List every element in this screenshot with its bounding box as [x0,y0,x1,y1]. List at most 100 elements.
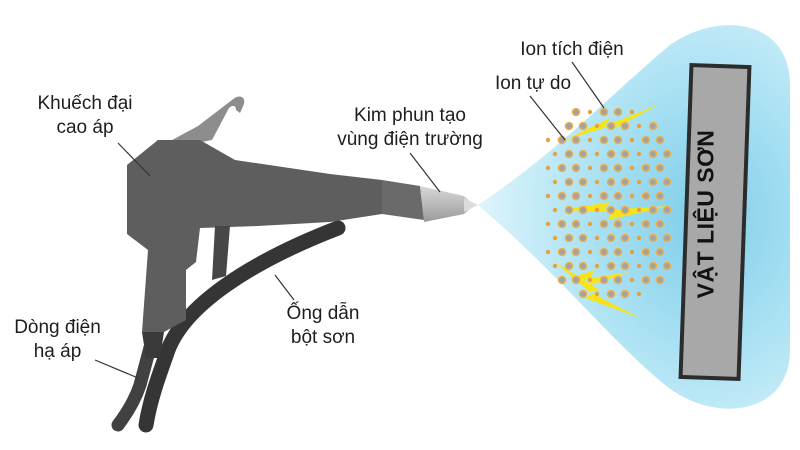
free-ion-icon [636,263,642,269]
gun-trigger [212,226,230,280]
free-ion-icon [587,221,593,227]
charged-ion-icon [648,261,658,271]
charged-ion-icon [641,247,651,257]
label-needle-line1: Kim phun tạo [354,105,466,126]
paint-material-plate [678,63,752,381]
label-hose: Ống dẫn bột sơn [278,302,368,350]
charged-ion-icon [571,191,581,201]
charged-ion-icon [578,289,588,299]
charged-ion-icon [655,247,665,257]
charged-ion-icon [662,149,672,159]
free-ion-icon [636,235,642,241]
charged-ion-icon [564,205,574,215]
charged-ion-icon [655,135,665,145]
charged-ion-icon [641,163,651,173]
free-ion-icon [587,137,593,143]
charged-ion-icon [571,163,581,173]
nozzle-tip [464,198,478,212]
label-amplifier-line2: cao áp [56,117,114,138]
free-ion-icon [552,235,558,241]
charged-ion-icon [571,219,581,229]
charged-ion-icon [613,275,623,285]
free-ion-icon [545,221,551,227]
leader-line-needle [409,152,441,193]
free-ion-icon [552,207,558,213]
charged-ion-icon [641,135,651,145]
leader-line-amplifier [117,142,151,177]
charged-ion-icon [606,289,616,299]
free-ion-icon [545,193,551,199]
charged-ion-icon [578,261,588,271]
charged-ion-icon [564,121,574,131]
free-ion-icon [552,179,558,185]
charged-ion-icon [648,149,658,159]
free-ion-icon [636,179,642,185]
gun-barrel [382,180,424,220]
charged-ion-icon [662,205,672,215]
charged-ion-icon [641,219,651,229]
charged-ion-icon [613,191,623,201]
spray-gun-body [127,140,386,332]
charged-ion-icon [564,149,574,159]
free-ion-icon [629,249,635,255]
nozzle [420,186,474,222]
charged-ion-icon [655,191,665,201]
charged-ion-icon [613,163,623,173]
free-ion-icon [629,221,635,227]
free-ion-icon [552,151,558,157]
free-ion-icon [594,151,600,157]
free-ion-icon [587,193,593,199]
charged-ion-icon [606,261,616,271]
charged-ion-icon [641,275,651,285]
label-low-current: Dòng điện hạ áp [0,316,115,364]
free-ion-icon [587,109,593,115]
gun-handle-base [142,332,164,358]
free-ion-icon [552,263,558,269]
charged-ion-icon [606,205,616,215]
free-ion-icon [545,137,551,143]
charged-ion-icon [620,149,630,159]
free-ion-icon [594,179,600,185]
charged-ion-icon [662,177,672,187]
free-ion-icon [545,165,551,171]
label-charged-ion: Ion tích điện [492,38,652,62]
charged-ion-icon [571,247,581,257]
free-ion-icon [629,165,635,171]
charged-ion-icon [620,205,630,215]
charged-ion-icon [641,191,651,201]
free-ion-icon [594,291,600,297]
charged-ion-icon [599,135,609,145]
charged-ion-icon [620,121,630,131]
gun-hook [150,96,245,152]
label-low-current-line2: hạ áp [33,341,82,362]
charged-ion-icon [571,135,581,145]
charged-ion-icon [599,275,609,285]
charged-ion-icon [648,205,658,215]
charged-ion-icon [648,177,658,187]
label-low-current-line1: Dòng điện [14,317,101,338]
charged-ion-icon [613,135,623,145]
charged-ion-icon [564,261,574,271]
free-ion-icon [636,151,642,157]
charged-ion-icon [606,121,616,131]
label-charged-ion-text: Ion tích điện [520,39,624,60]
charged-ion-icon [620,233,630,243]
free-ion-icon [594,263,600,269]
free-ion-icon [587,277,593,283]
free-ion-icon [594,235,600,241]
charged-ion-icon [613,107,623,117]
charged-ion-icon [662,233,672,243]
free-ion-icon [545,249,551,255]
leader-line-free-ion [529,95,566,141]
charged-ion-icon [655,219,665,229]
label-free-ion-text: Ion tự do [494,73,572,94]
leader-line-current [94,359,139,379]
charged-ion-icon [599,163,609,173]
label-free-ion: Ion tự do [468,72,598,96]
label-hose-line2: bột sơn [290,327,356,348]
charged-ion-icon [606,233,616,243]
label-needle: Kim phun tạo vùng điện trường [300,104,520,152]
charged-ion-icon [564,233,574,243]
charged-ion-icon [613,247,623,257]
